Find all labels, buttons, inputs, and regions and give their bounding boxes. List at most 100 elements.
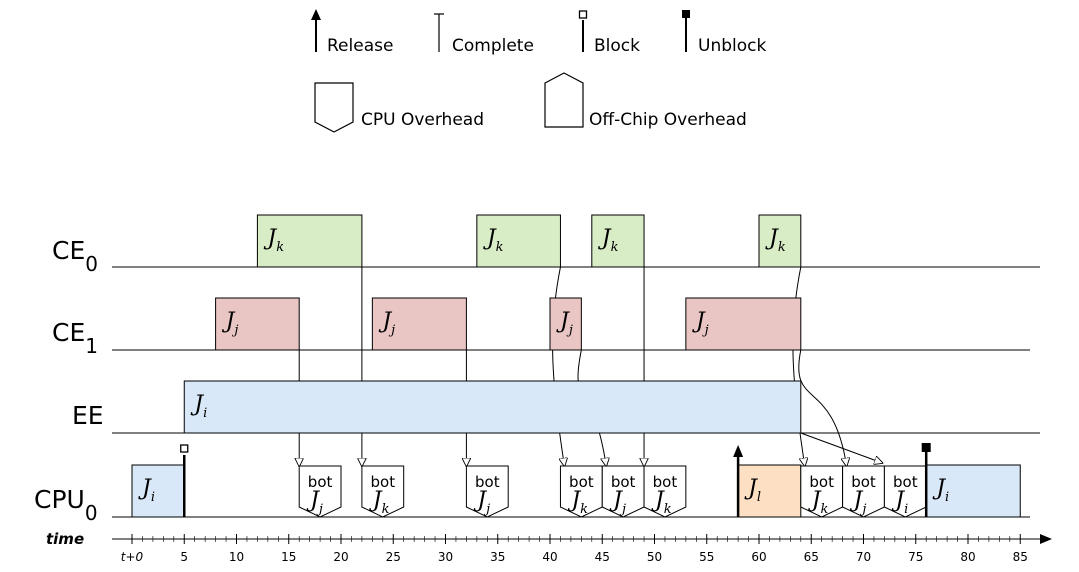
time-axis-label: time: [46, 530, 84, 548]
dependency-arrows: [299, 266, 883, 466]
overhead-job-label: Jj: [473, 488, 490, 517]
job-label-letter: J: [190, 392, 204, 417]
overhead-job-label-letter: J: [891, 488, 905, 513]
tick-label: 40: [542, 550, 557, 564]
overhead-job-label: Jk: [567, 488, 588, 517]
tick-label: 70: [856, 550, 871, 564]
overhead-job-label-letter: J: [473, 488, 487, 513]
job-label-letter: J: [138, 476, 152, 501]
job-rect: [256, 214, 363, 268]
legend-complete-label: Complete: [452, 36, 534, 56]
tick-label: 75: [908, 550, 923, 564]
legend-offchip-overhead: Off-Chip Overhead: [544, 72, 747, 130]
job-label: Jk: [598, 226, 619, 255]
legend-release-label: Release: [327, 36, 393, 56]
lane-label-ce1: CE1: [52, 318, 98, 358]
legend-cpu-overhead: CPU Overhead: [314, 82, 484, 133]
job-label: Jk: [765, 226, 786, 255]
dependency-arrow: [552, 266, 565, 466]
overhead-label: bot: [569, 473, 594, 491]
lane-label-cpu0: CPU0: [34, 485, 98, 525]
legend-complete: Complete: [434, 13, 534, 56]
overhead-job-label: Jj: [306, 488, 323, 517]
legend-unblock-label: Unblock: [698, 36, 766, 56]
time-axis-arrow-icon: [1040, 534, 1052, 544]
overhead-job-label-letter: J: [850, 488, 864, 513]
overhead-job-label: Jk: [651, 488, 672, 517]
job-block-ce0: Jk: [256, 214, 363, 268]
overhead-label: bot: [893, 473, 918, 491]
overhead-job-label-subscript: j: [316, 502, 323, 517]
overhead-label: bot: [308, 473, 333, 491]
overhead-job-label: Ji: [891, 488, 908, 517]
job-rect: [131, 464, 185, 518]
overhead-job-label: Jj: [850, 488, 867, 517]
tick-label: 50: [647, 550, 662, 564]
job-block-ce1: Jj: [215, 297, 300, 351]
overhead-job-label: Jk: [808, 488, 829, 517]
tick-label: 65: [804, 550, 819, 564]
cpu-overhead-blocks: botJjbotJkbotJjbotJkbotJjbotJkbotJkbotJj…: [298, 465, 927, 518]
job-block-ce1: Jj: [371, 297, 467, 351]
overhead-job-label-subscript: k: [821, 502, 829, 517]
block-event-square-icon: [180, 444, 189, 453]
dependency-arrow: [800, 432, 883, 463]
legend-cpu-overhead-label: CPU Overhead: [361, 110, 484, 130]
job-block-ce0: Jk: [758, 214, 802, 268]
job-rect: [215, 297, 300, 351]
tick-label: 30: [438, 550, 453, 564]
overhead-shape: [465, 465, 509, 518]
job-label-letter: J: [692, 309, 706, 334]
overhead-shape: [361, 465, 405, 518]
overhead-job-label-letter: J: [306, 488, 320, 513]
job-rect: [371, 297, 467, 351]
job-label-letter: J: [483, 226, 497, 251]
job-label-subscript: k: [496, 240, 504, 255]
event-markers: [180, 443, 931, 517]
job-label: Jj: [222, 309, 239, 338]
job-rect: [758, 214, 802, 268]
overhead-shape: [800, 465, 844, 518]
job-label-letter: J: [765, 226, 779, 251]
job-rect: [685, 297, 802, 351]
job-block-cpu0: Ji: [925, 464, 1021, 518]
tick-label-start: t+0: [121, 550, 144, 564]
lane-label-ce0: CE0: [52, 236, 98, 276]
job-label-letter: J: [263, 226, 277, 251]
tick-label: 45: [595, 550, 610, 564]
overhead-job-label-letter: J: [609, 488, 623, 513]
job-rect: [476, 214, 561, 268]
job-label: Ji: [190, 392, 207, 421]
tick-label: 25: [386, 550, 401, 564]
tick-label: 80: [960, 550, 975, 564]
tick-label: 55: [699, 550, 714, 564]
dependency-arrow: [792, 266, 805, 466]
legend-offchip-overhead-label: Off-Chip Overhead: [589, 110, 747, 130]
job-block-ce0: Jk: [476, 214, 561, 268]
overhead-job-label-subscript: j: [619, 502, 626, 517]
job-label-letter: J: [598, 226, 612, 251]
cpu-overhead-shape-icon: [314, 82, 354, 133]
overhead-job-label: Jk: [369, 488, 390, 517]
overhead-job-label-letter: J: [567, 488, 581, 513]
job-label-subscript: k: [276, 240, 284, 255]
overhead-shape: [883, 465, 927, 518]
overhead-shape: [559, 465, 603, 518]
overhead-label: bot: [809, 473, 834, 491]
job-label-subscript: i: [945, 490, 949, 505]
overhead-job-label-subscript: j: [483, 502, 490, 517]
job-label-subscript: i: [203, 406, 207, 421]
job-rect: [549, 297, 582, 351]
overhead-job-label-subscript: j: [859, 502, 866, 517]
unblock-filled-square-icon: [682, 10, 690, 18]
job-block-cpu0: Ji: [131, 464, 185, 518]
job-label: Jj: [556, 309, 573, 338]
job-label-letter: J: [378, 309, 392, 334]
job-label: Jj: [692, 309, 709, 338]
overhead-label: bot: [371, 473, 396, 491]
overhead-job-label-letter: J: [808, 488, 822, 513]
